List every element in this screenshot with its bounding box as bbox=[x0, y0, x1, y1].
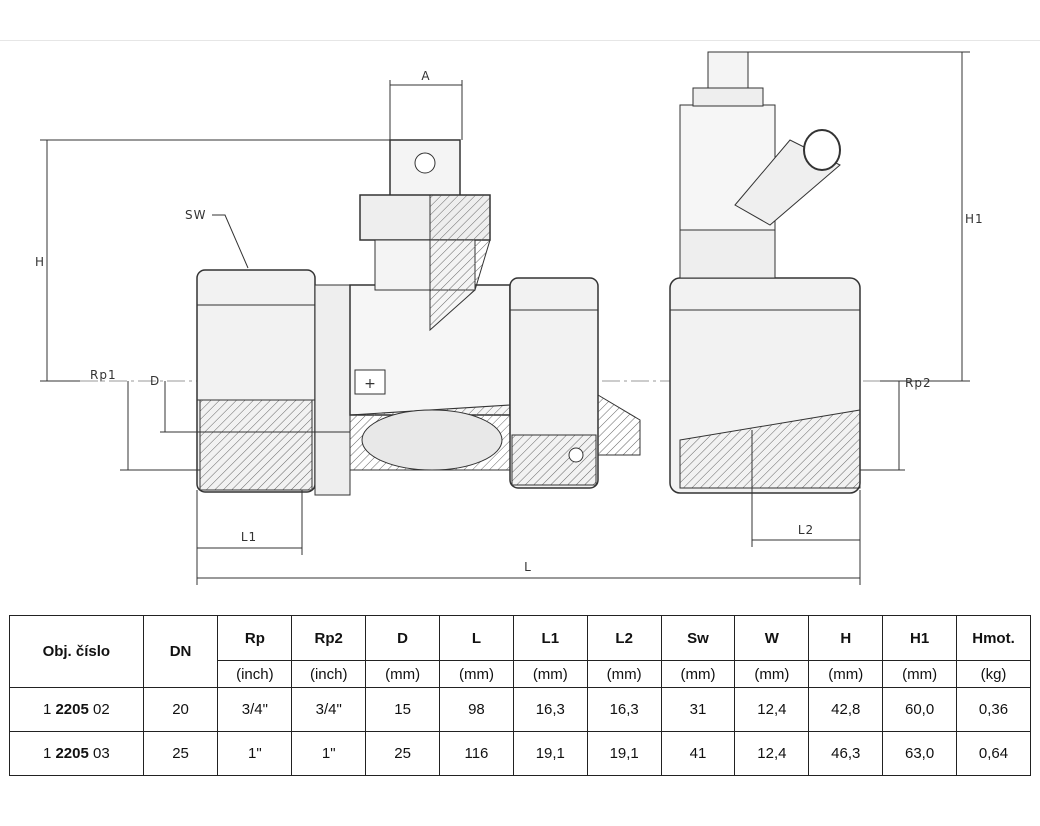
obj-prefix: 1 bbox=[42, 745, 52, 762]
cell-l1: 19,1 bbox=[512, 731, 588, 776]
unit-h1: (mm) bbox=[882, 660, 958, 688]
header-sw: Sw bbox=[660, 615, 736, 661]
dim-label-h1: H1 bbox=[965, 212, 984, 226]
unit-hmot: (kg) bbox=[956, 660, 1031, 688]
header-d: D bbox=[365, 615, 441, 661]
header-dn: DN bbox=[142, 615, 219, 688]
cell-hmot: 0,36 bbox=[956, 687, 1031, 732]
header-l1: L1 bbox=[512, 615, 588, 661]
cell-l2: 19,1 bbox=[586, 731, 662, 776]
cell-l: 98 bbox=[439, 687, 514, 732]
left-hex-nut bbox=[196, 269, 351, 496]
cell-rp2: 3/4" bbox=[291, 687, 367, 732]
header-row: Obj. číslo DN Rp Rp2 D L L1 L2 Sw W H H1… bbox=[9, 615, 1031, 688]
cell-h1: 63,0 bbox=[882, 731, 958, 776]
cell-w: 12,4 bbox=[734, 731, 810, 776]
top-divider bbox=[0, 40, 1040, 41]
specification-table: Obj. číslo DN Rp Rp2 D L L1 L2 Sw W H H1… bbox=[9, 615, 1031, 776]
cell-rp: 1" bbox=[217, 731, 293, 776]
dim-label-rp1: Rp1 bbox=[90, 368, 117, 382]
header-l2: L2 bbox=[586, 615, 662, 661]
table-row: 1 2205 03 25 1" 1" 25 116 19,1 19,1 41 1… bbox=[9, 731, 1031, 776]
obj-bold: 2205 bbox=[55, 701, 89, 718]
cell-d: 15 bbox=[365, 687, 441, 732]
dim-label-a: A bbox=[421, 69, 430, 83]
dim-label-h: H bbox=[35, 255, 45, 269]
header-h: H bbox=[808, 615, 884, 661]
dim-label-l: L bbox=[524, 560, 532, 574]
header-obj-cislo: Obj. číslo bbox=[9, 615, 144, 688]
valve-technical-drawing: + bbox=[35, 51, 984, 585]
obj-suffix: 03 bbox=[93, 745, 110, 762]
header-l: L bbox=[439, 615, 514, 661]
dim-label-d: D bbox=[150, 374, 160, 388]
header-h1: H1 bbox=[882, 615, 958, 661]
unit-rp: (inch) bbox=[217, 660, 293, 688]
obj-bold: 2205 bbox=[55, 745, 89, 762]
cell-h1: 60,0 bbox=[882, 687, 958, 732]
header-rp: Rp bbox=[217, 615, 293, 661]
dimension-lines bbox=[40, 51, 970, 585]
middle-hex-nut bbox=[509, 277, 599, 489]
cell-dn: 25 bbox=[142, 731, 219, 776]
unit-h: (mm) bbox=[808, 660, 884, 688]
unit-w: (mm) bbox=[734, 660, 810, 688]
svg-text:+: + bbox=[364, 376, 376, 392]
connector-pipe bbox=[597, 394, 641, 456]
cell-sw: 31 bbox=[660, 687, 736, 732]
dim-label-rp2: Rp2 bbox=[905, 376, 932, 390]
cell-d: 25 bbox=[365, 731, 441, 776]
unit-sw: (mm) bbox=[660, 660, 736, 688]
table-row: 1 2205 02 20 3/4" 3/4" 15 98 16,3 16,3 3… bbox=[9, 687, 1031, 732]
cell-rp: 3/4" bbox=[217, 687, 293, 732]
unit-l2: (mm) bbox=[586, 660, 662, 688]
header-w: W bbox=[734, 615, 810, 661]
cell-sw: 41 bbox=[660, 731, 736, 776]
unit-l1: (mm) bbox=[512, 660, 588, 688]
unit-rp2: (inch) bbox=[291, 660, 367, 688]
cell-h: 46,3 bbox=[808, 731, 884, 776]
cell-w: 12,4 bbox=[734, 687, 810, 732]
cell-l: 116 bbox=[439, 731, 514, 776]
cell-dn: 20 bbox=[142, 687, 219, 732]
obj-suffix: 02 bbox=[93, 701, 110, 718]
cell-h: 42,8 bbox=[808, 687, 884, 732]
unit-l: (mm) bbox=[439, 660, 514, 688]
obj-prefix: 1 bbox=[42, 701, 52, 718]
header-hmot: Hmot. bbox=[956, 615, 1031, 661]
dim-label-l2: L2 bbox=[798, 523, 814, 537]
cell-l2: 16,3 bbox=[586, 687, 662, 732]
top-cap bbox=[359, 139, 491, 332]
header-rp2: Rp2 bbox=[291, 615, 367, 661]
dim-label-sw: SW bbox=[185, 208, 206, 222]
right-valve-body bbox=[669, 51, 861, 494]
unit-d: (mm) bbox=[365, 660, 441, 688]
cell-l1: 16,3 bbox=[512, 687, 588, 732]
cell-rp2: 1" bbox=[291, 731, 367, 776]
obj-cislo-cell: 1 2205 03 bbox=[9, 731, 144, 776]
obj-cislo-cell: 1 2205 02 bbox=[9, 687, 144, 732]
dim-label-l1: L1 bbox=[241, 530, 257, 544]
cell-hmot: 0,64 bbox=[956, 731, 1031, 776]
